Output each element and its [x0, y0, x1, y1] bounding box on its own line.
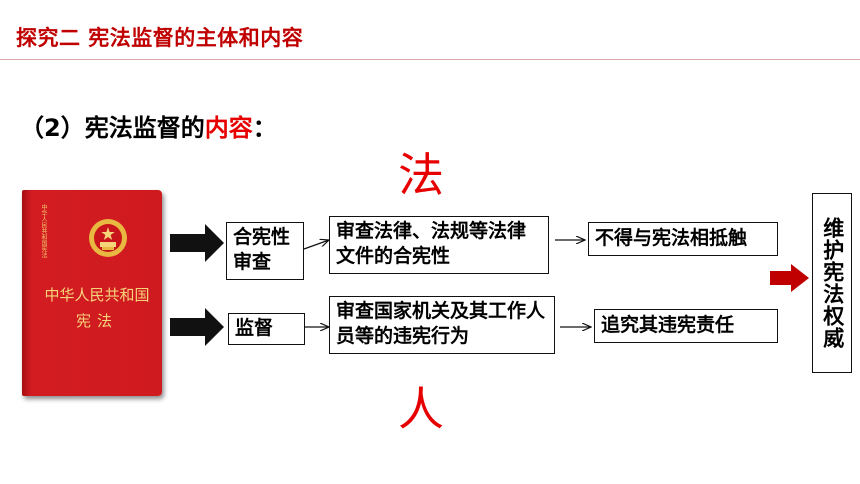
result-box-hold-accountable: 追究其违宪责任: [594, 309, 778, 343]
content-box-review-violations: 审查国家机关及其工作人员等的违宪行为: [329, 296, 555, 354]
subtitle-suffix: ：: [252, 114, 277, 142]
connector-arrow-1: [303, 240, 329, 250]
person-character: 人: [398, 382, 444, 436]
constitution-book-image: 中华人民共和国宪法 中华人民共和国 宪法: [22, 190, 162, 396]
book-title-line1: 中华人民共和国: [44, 286, 150, 304]
block-arrow-top: [170, 224, 224, 262]
final-box-label: 维护宪法权威: [820, 217, 845, 349]
section-title: 探究二 宪法监督的主体和内容: [16, 26, 304, 50]
national-emblem-icon: [89, 219, 127, 257]
result-box-no-conflict: 不得与宪法相抵触: [588, 222, 778, 256]
type-box-supervision: 监督: [228, 313, 305, 345]
subtitle-prefix: （2）宪法监督的: [20, 114, 205, 142]
law-character: 法: [398, 148, 444, 202]
book-spine-text: 中华人民共和国宪法: [40, 204, 47, 258]
subtitle-highlight: 内容: [204, 114, 253, 142]
slide-subtitle: （2）宪法监督的内容：: [20, 108, 277, 143]
content-box-review-laws: 审查法律、法规等法律文件的合宪性: [329, 216, 549, 274]
header-divider: [0, 59, 860, 60]
block-arrow-bottom: [170, 308, 224, 346]
book-title-line2: 宪法: [75, 312, 118, 330]
final-box-uphold-authority: 维护宪法权威: [812, 193, 852, 373]
type-box-constitutionality-review: 合宪性审查: [226, 222, 304, 280]
red-arrow: [770, 264, 809, 292]
